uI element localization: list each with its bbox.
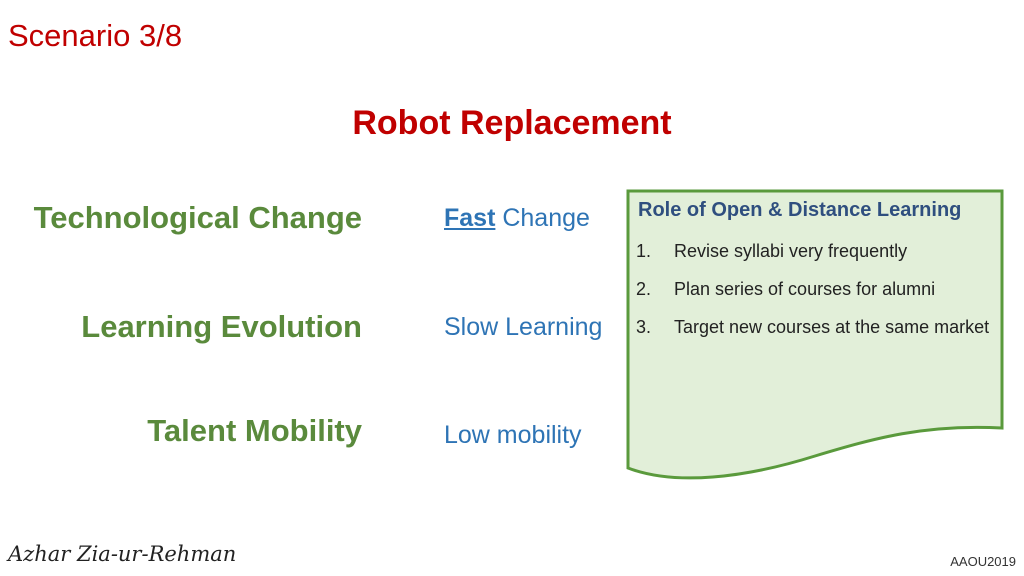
list-item-text: Plan series of courses for alumni (674, 279, 936, 299)
list-item: 3. Target new courses at the same market (632, 314, 1000, 340)
footer-code: AAOU2019 (950, 554, 1016, 569)
odl-role-box: Role of Open & Distance Learning 1. Revi… (632, 198, 1000, 352)
scenario-label: Scenario 3/8 (8, 18, 183, 53)
row-label-technological-change: Technological Change (33, 200, 362, 235)
list-item-number: 2. (636, 279, 652, 299)
list-item-number: 3. (636, 317, 652, 337)
list-item-text: Target new courses at the same market (674, 317, 990, 337)
author-signature: Azhar Zia-ur-Rehman (8, 542, 237, 566)
list-item-text: Revise syllabi very frequently (674, 241, 908, 261)
row-value-slow-learning: Slow Learning (444, 313, 603, 341)
odl-role-list: 1. Revise syllabi very frequently 2. Pla… (632, 238, 1000, 340)
row-value-fast-change: Fast Change (444, 206, 590, 231)
fast-word: Fast (444, 204, 496, 232)
row-label-talent-mobility: Talent Mobility (147, 413, 362, 448)
box-heading: Role of Open & Distance Learning (638, 199, 962, 221)
document-shape (626, 189, 1004, 480)
list-item-number: 1. (636, 241, 652, 261)
row-value-low-mobility: Low mobility (444, 421, 582, 449)
slide-title: Robot Replacement (352, 104, 672, 142)
change-word: Change (495, 204, 590, 232)
list-item: 1. Revise syllabi very frequently (632, 238, 1000, 264)
row-label-learning-evolution: Learning Evolution (81, 309, 362, 344)
list-item: 2. Plan series of courses for alumni (632, 276, 1000, 302)
